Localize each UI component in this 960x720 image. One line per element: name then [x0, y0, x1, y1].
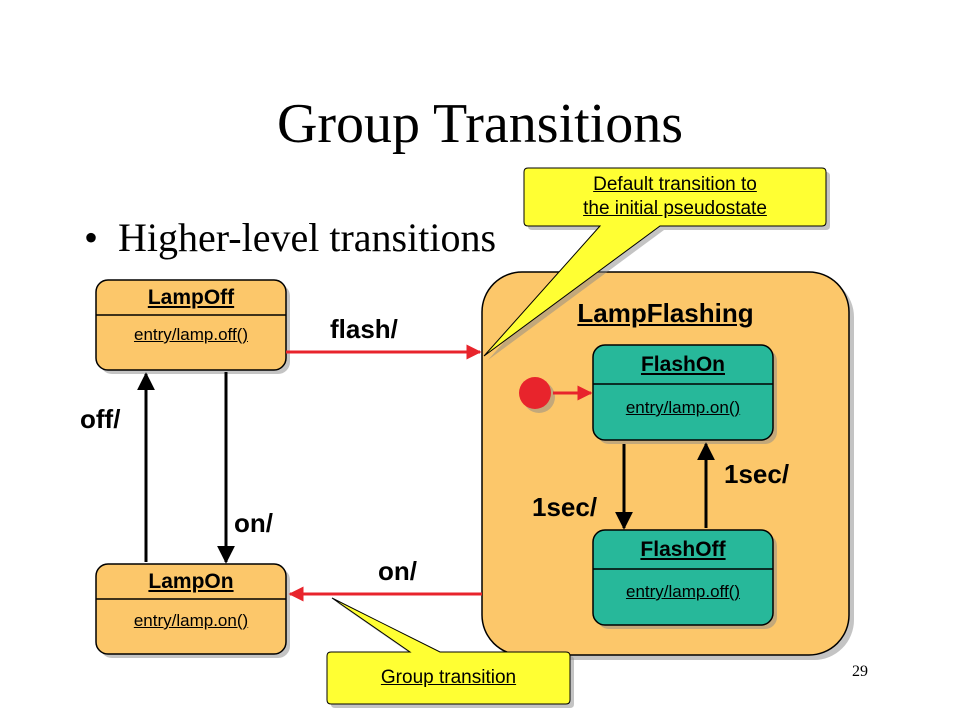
group-on-transition-label: on/	[378, 556, 417, 586]
flash-off-name: FlashOff	[640, 538, 726, 561]
slide-title: Group Transitions	[276, 93, 684, 155]
flash-on-name: FlashOn	[640, 353, 725, 376]
lamp-off-state	[95, 279, 290, 374]
page-number: 29	[852, 663, 868, 680]
lamp-off-name: LampOff	[147, 286, 235, 309]
initial-pseudostate	[519, 377, 555, 413]
flash-off-state	[592, 529, 777, 629]
default-transition-callout	[483, 167, 830, 360]
on-transition-label: on/	[234, 508, 273, 538]
lamp-on-name: LampOn	[148, 570, 234, 593]
lamp-off-entry: entry/lamp.off()	[133, 325, 248, 344]
lamp-on-entry: entry/lamp.on()	[133, 611, 249, 630]
default-callout-line2: the initial pseudostate	[583, 198, 767, 219]
group-transition-callout	[326, 597, 574, 708]
bullet-item: • Higher-level transitions	[84, 215, 497, 260]
bullet-text: Higher-level transitions	[118, 215, 497, 260]
default-callout-text: Default transition to the initial pseudo…	[524, 173, 826, 221]
flash-on-state	[592, 344, 777, 444]
flash-off-entry: entry/lamp.off()	[625, 582, 740, 601]
flash-on-entry: entry/lamp.on()	[625, 398, 741, 417]
lamp-flashing-name: LampFlashing	[577, 298, 754, 328]
default-callout-line1: Default transition to	[593, 174, 757, 195]
off-transition-label: off/	[80, 404, 121, 434]
lamp-on-state	[95, 563, 290, 658]
sec-down-transition-label: 1sec/	[532, 492, 598, 522]
group-callout-text: Group transition	[380, 667, 517, 688]
flash-transition-label: flash/	[330, 314, 398, 344]
sec-up-transition-label: 1sec/	[724, 459, 790, 489]
